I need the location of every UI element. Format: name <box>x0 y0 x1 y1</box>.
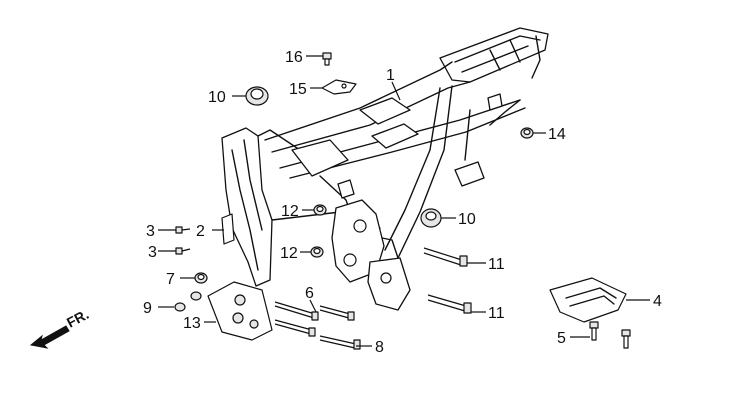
callout-10-right: 10 <box>458 211 476 228</box>
callout-10-top: 10 <box>208 89 226 106</box>
washer-near-9 <box>190 291 202 301</box>
callout-8: 8 <box>375 339 384 356</box>
plate-2 <box>221 213 235 245</box>
collar-7 <box>194 272 208 284</box>
engine-hanger-plate-13 <box>207 281 273 341</box>
callout-3-lower: 3 <box>148 244 157 261</box>
callout-5: 5 <box>557 330 566 347</box>
bolt-8 <box>319 335 361 350</box>
callout-6: 6 <box>305 285 314 302</box>
arrow-icon <box>29 325 70 349</box>
screw-3-lower <box>175 247 191 255</box>
callout-13: 13 <box>183 315 201 332</box>
front-label: FR. <box>64 306 91 331</box>
main-frame <box>221 27 549 311</box>
callout-11-lower: 11 <box>488 305 505 322</box>
callout-9: 9 <box>143 300 152 317</box>
bolt-5-a <box>589 321 599 341</box>
bolt-5-b <box>621 329 631 349</box>
long-bolt-11-lower <box>427 294 472 314</box>
bolt-16 <box>322 52 332 66</box>
screw-3-upper <box>175 226 191 234</box>
callout-2: 2 <box>196 223 205 240</box>
callout-1: 1 <box>386 67 395 84</box>
long-bolt-6-b <box>319 305 355 321</box>
callout-12-upper: 12 <box>281 203 299 220</box>
long-bolt-6-a <box>274 301 319 321</box>
callout-12-lower: 12 <box>280 245 298 262</box>
nut-14 <box>520 127 534 139</box>
long-bolt-11-upper <box>423 247 468 267</box>
rubber-bushing-10-right <box>420 208 442 228</box>
nut-12-lower <box>310 246 324 258</box>
callout-15: 15 <box>289 81 307 98</box>
rubber-bushing-10-top <box>245 86 269 106</box>
callout-3-upper: 3 <box>146 223 155 240</box>
callout-4: 4 <box>653 293 662 310</box>
bracket-15 <box>321 79 357 95</box>
callout-11-upper: 11 <box>488 256 505 273</box>
front-direction-arrow: FR. <box>29 306 91 349</box>
callout-7: 7 <box>166 271 175 288</box>
leader-lines <box>158 55 650 347</box>
callout-14: 14 <box>548 126 566 143</box>
nut-12-upper <box>313 204 327 216</box>
callout-16: 16 <box>285 49 303 66</box>
nut-9 <box>174 302 186 312</box>
long-bolt-6-c <box>274 319 316 337</box>
skid-plate-4 <box>549 277 627 323</box>
